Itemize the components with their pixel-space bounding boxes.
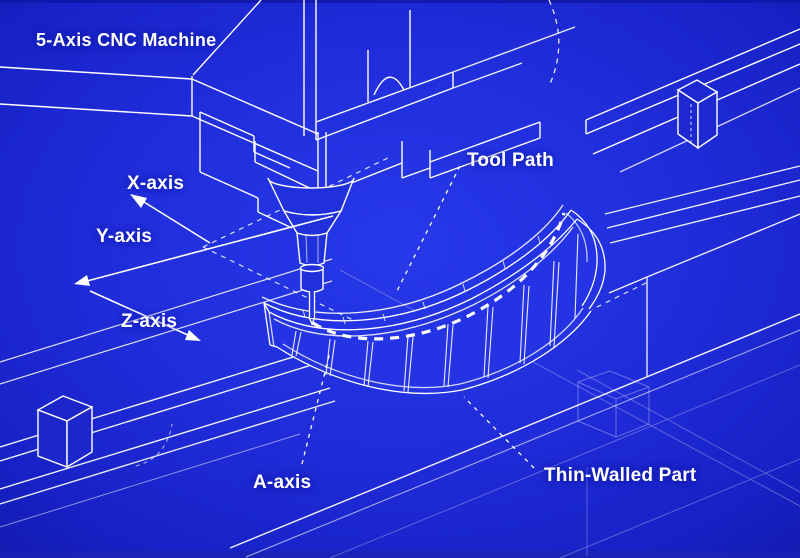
tool-path-dashed-line: [312, 212, 566, 341]
spindle-carriage: [199, 111, 541, 229]
y-axis-arrow: [74, 215, 334, 286]
machine-column: [192, 0, 576, 141]
cutting-tool: [308, 291, 316, 326]
x-axis-label: X-axis: [127, 173, 185, 194]
right-table-edges: [604, 165, 800, 377]
y-axis-label: Y-axis: [96, 226, 153, 247]
tool-path-label: Tool Path: [467, 150, 554, 171]
z-axis-arrow: [89, 290, 201, 341]
right-cube: [676, 79, 719, 150]
table-front-edges: [229, 313, 800, 558]
part-ribs: [291, 233, 579, 393]
tool-holder: [296, 231, 328, 267]
part-inner-ticks: [302, 235, 541, 325]
x-axis-arrow: [130, 194, 211, 244]
page-title: 5-Axis CNC Machine: [36, 30, 217, 50]
a-axis-label: A-axis: [253, 472, 312, 493]
left-cube: [36, 395, 94, 469]
thin-walled-part-leader: [463, 396, 535, 469]
column-arch-window: [373, 76, 405, 96]
projection-box-faint: [576, 370, 651, 438]
z-axis-label: Z-axis: [121, 311, 178, 332]
bottom-edge-band: [0, 551, 800, 558]
a-axis-leader: [301, 351, 331, 465]
axis-arrows: [74, 194, 334, 341]
thin-walled-part: [261, 204, 607, 395]
thin-walled-part-label: Thin-Walled Part: [544, 465, 697, 486]
top-edge-band: [0, 0, 800, 3]
spindle-assembly: [267, 177, 355, 326]
cnc-machine-head: [0, 0, 576, 229]
leader-lines: [301, 165, 535, 469]
rotary-arc-dashed: [548, 0, 560, 85]
